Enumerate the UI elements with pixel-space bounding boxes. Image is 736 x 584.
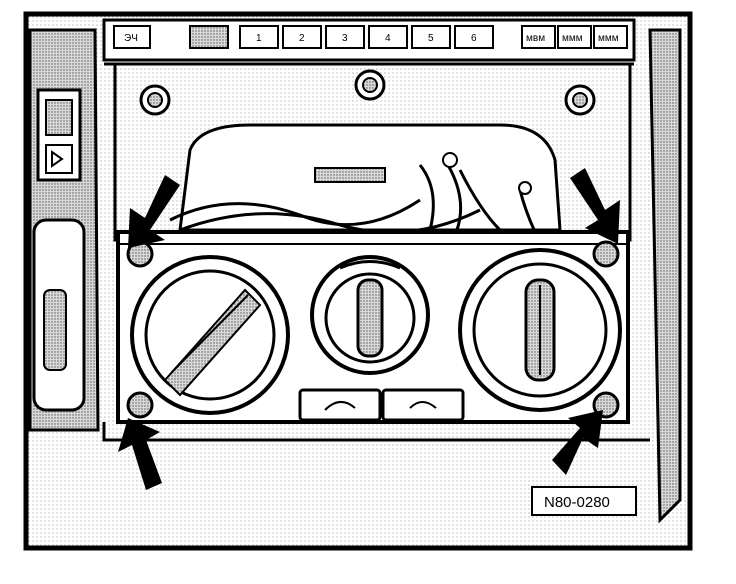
preset-button-5	[411, 25, 451, 49]
left-dash-panel	[28, 28, 100, 432]
preset-button-6	[454, 25, 494, 49]
arrow-top-right	[570, 168, 620, 244]
preset-label-2: 2	[299, 33, 305, 44]
mode-button-1	[521, 25, 556, 49]
preset-label-6: 6	[471, 33, 477, 44]
rear-defrost-button	[381, 388, 465, 422]
figure-reference: N80-0280	[544, 494, 610, 511]
preset-label-1: 1	[256, 33, 262, 44]
left-button	[113, 25, 151, 49]
air-distribution-knob	[458, 248, 622, 412]
radio-button-strip: ЭЧ 1 2 3 4 5 6 ᴍʙᴍ ᴍᴍᴍ ᴍᴍᴍ	[102, 18, 636, 66]
mode-label-1: ᴍʙᴍ	[526, 33, 545, 44]
left-button-label: ЭЧ	[124, 33, 138, 44]
preset-button-4	[368, 25, 408, 49]
mounting-screw	[592, 240, 620, 268]
recirculation-button	[298, 388, 382, 422]
figure-reference-box	[531, 486, 637, 516]
preset-button-2	[282, 25, 322, 49]
mode-label-3: ᴍᴍᴍ	[598, 33, 619, 44]
mode-button-2	[557, 25, 592, 49]
blank-button	[189, 25, 229, 49]
arrow-bottom-left	[118, 418, 162, 490]
temperature-knob	[130, 255, 290, 415]
console-edge	[102, 422, 650, 442]
dash-opening	[113, 62, 632, 242]
fan-speed-knob	[310, 255, 430, 375]
preset-label-3: 3	[342, 33, 348, 44]
mode-label-2: ᴍᴍᴍ	[562, 33, 583, 44]
mounting-screw	[126, 391, 154, 419]
arrow-bottom-right	[552, 410, 603, 475]
preset-button-1	[239, 25, 279, 49]
preset-label-4: 4	[385, 33, 391, 44]
climate-control-unit	[116, 230, 630, 424]
right-dash-panel	[648, 28, 682, 524]
preset-button-3	[325, 25, 365, 49]
removal-arrows	[118, 168, 620, 490]
preset-label-5: 5	[428, 33, 434, 44]
arrow-top-left	[128, 175, 180, 248]
mode-button-3	[593, 25, 628, 49]
